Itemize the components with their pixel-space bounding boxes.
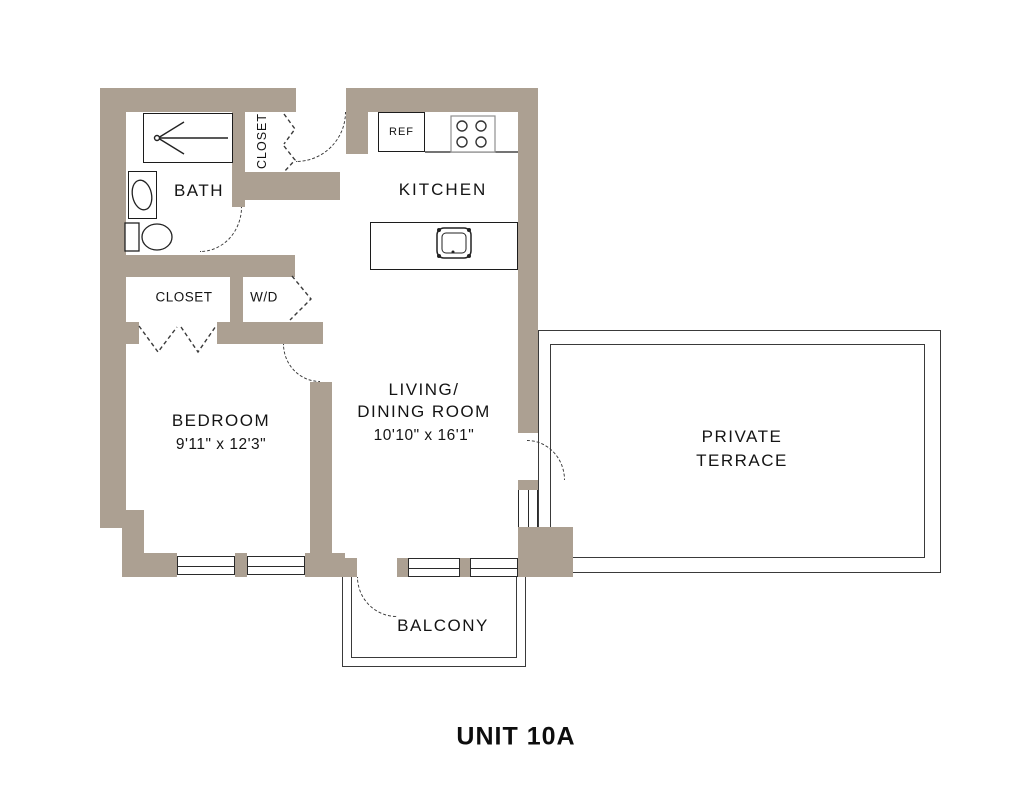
refrigerator-label: REF (389, 126, 414, 138)
wall (122, 553, 177, 577)
wall (397, 558, 408, 577)
wall (346, 112, 368, 154)
living-room-window (408, 558, 460, 577)
balcony-border-inner (351, 575, 517, 658)
wall (122, 322, 139, 344)
wall (460, 558, 470, 577)
wall (217, 322, 323, 344)
bedroom-door-arc (283, 344, 320, 382)
bedroom-closet-label: CLOSET (155, 289, 213, 305)
wall (518, 527, 573, 577)
wall (518, 480, 538, 490)
stove-icon (450, 115, 496, 153)
living-room-label-2: DINING ROOM (357, 402, 491, 421)
entry-closet-label: CLOSET (255, 112, 269, 170)
laundry-label: W/D (250, 289, 278, 305)
refrigerator-icon: REF (378, 112, 425, 152)
kitchen-island (370, 222, 518, 270)
bifold-door-icon (138, 325, 217, 354)
bedroom-window (247, 556, 305, 575)
terrace-border-inner (550, 344, 925, 558)
bedroom-label: BEDROOM (171, 411, 271, 430)
balcony-border-outer (342, 575, 526, 667)
terrace-label-2: TERRACE (696, 451, 788, 470)
wall (230, 277, 243, 322)
bedroom-window (177, 556, 235, 575)
unit-title: UNIT 10A (456, 722, 576, 751)
entry-door-arc (296, 112, 346, 162)
bath-door-arc (200, 207, 242, 252)
wall (346, 88, 538, 112)
shower-icon (143, 113, 233, 163)
wall (518, 112, 538, 433)
wall (310, 382, 332, 577)
living-room-dimensions: 10'10" x 16'1" (373, 427, 475, 444)
wall (100, 88, 126, 528)
kitchen-label: KITCHEN (398, 180, 488, 199)
bath-label: BATH (173, 181, 225, 200)
living-room-side-window (518, 490, 538, 527)
wall (100, 255, 295, 277)
balcony-label: BALCONY (397, 616, 489, 635)
bedroom-dimensions: 9'11" x 12'3" (175, 436, 267, 453)
wall (332, 558, 357, 577)
bifold-door-icon (283, 113, 296, 173)
wall (245, 172, 340, 200)
living-room-label-1: LIVING/ (388, 380, 460, 399)
toilet-icon (124, 222, 173, 252)
laundry-door-icon (289, 275, 312, 321)
living-room-window (470, 558, 518, 577)
bath-sink-icon (128, 171, 157, 219)
wall (100, 88, 296, 112)
wall (232, 112, 245, 207)
wall (235, 553, 247, 577)
terrace-label-1: PRIVATE (701, 427, 783, 446)
